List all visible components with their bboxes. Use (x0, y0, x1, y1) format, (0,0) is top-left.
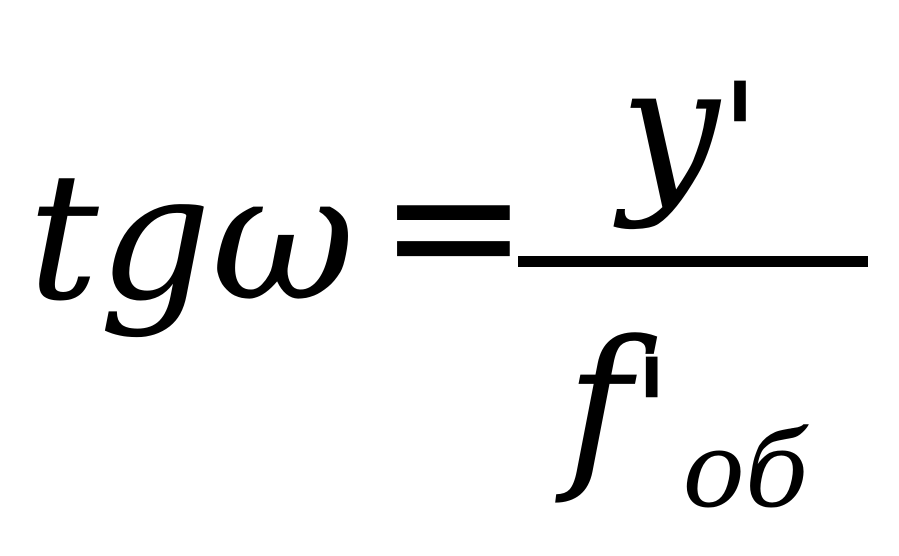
fraction-bar (518, 256, 868, 267)
denominator-base: f (566, 303, 632, 508)
fraction-denominator: f'об (566, 318, 808, 523)
numerator-prime: ' (719, 52, 761, 226)
denominator-prime: ' (631, 328, 673, 502)
fraction-numerator: y' (620, 42, 761, 218)
equals-sign: = (378, 121, 529, 330)
formula-lhs: tgω (28, 135, 355, 340)
denominator-subscript: об (682, 409, 809, 531)
numerator-base: y (620, 27, 720, 232)
